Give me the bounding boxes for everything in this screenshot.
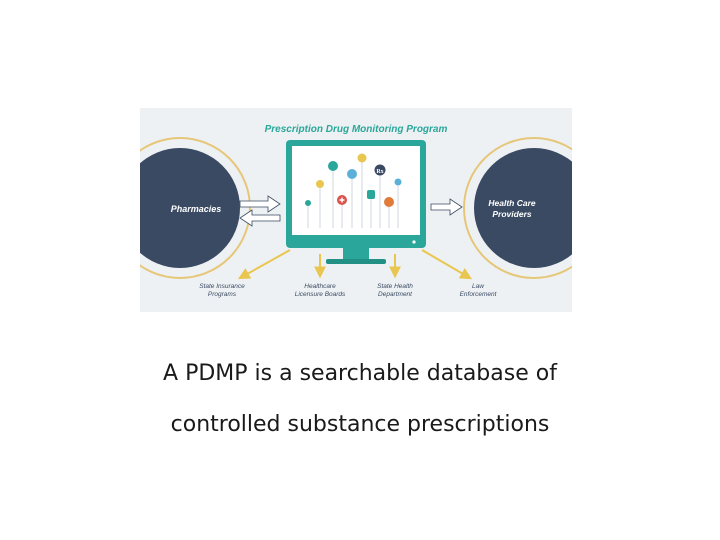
pharmacies-node: Pharmacies <box>140 137 251 279</box>
right-arrow-icon <box>430 198 463 216</box>
output-arrows <box>237 249 473 280</box>
output-state-insurance-line1: State Insurance <box>199 283 245 290</box>
monitor-icon: Rx <box>286 140 426 264</box>
output-licensure-boards-line2: Licensure Boards <box>295 291 346 298</box>
medicine-icons: Rx <box>305 153 402 228</box>
health-care-providers-node: Health Care Providers <box>463 137 572 279</box>
output-state-health-line1: State Health <box>377 283 413 290</box>
output-state-insurance-line2: Programs <box>208 291 237 298</box>
rx-symbol: Rx <box>376 169 383 175</box>
diagram-title: Prescription Drug Monitoring Program <box>265 124 448 135</box>
output-licensure-boards-line1: Healthcare <box>304 283 336 290</box>
health-care-providers-label-line1: Health Care <box>488 198 536 208</box>
pdmp-diagram: Prescription Drug Monitoring Program Pha… <box>140 108 572 312</box>
output-law-enforcement-line2: Enforcement <box>460 291 498 298</box>
pharmacies-label: Pharmacies <box>171 204 222 214</box>
health-care-providers-label-line2: Providers <box>492 209 531 219</box>
output-state-health-line2: Department <box>378 291 413 298</box>
exchange-arrows-icon <box>239 195 281 227</box>
caption-line-1: A PDMP is a searchable database of <box>163 361 557 386</box>
output-law-enforcement-line1: Law <box>472 283 485 290</box>
caption-line-2: controlled substance prescriptions <box>170 412 550 437</box>
